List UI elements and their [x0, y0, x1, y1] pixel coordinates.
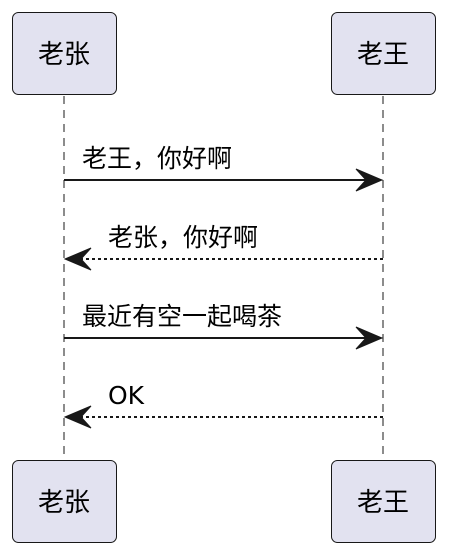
- participant-label: 老王: [357, 40, 409, 70]
- participant-label: 老张: [38, 40, 90, 70]
- arrowhead-right: [355, 168, 384, 192]
- arrowhead-left: [63, 247, 92, 271]
- message-label: 老张，你好啊: [108, 223, 258, 252]
- message-label: OK: [108, 381, 145, 410]
- participant-label: 老王: [357, 488, 409, 518]
- participant-top-laozhang: 老张: [12, 12, 117, 95]
- message-4: OK: [63, 381, 383, 429]
- participant-top-laowang: 老王: [331, 12, 436, 95]
- message-1: 老王，你好啊: [64, 144, 384, 192]
- message-2: 老张，你好啊: [63, 223, 383, 271]
- participant-bottom-laozhang: 老张: [12, 460, 117, 543]
- message-3: 最近有空一起喝茶: [64, 302, 384, 350]
- arrowhead-right: [355, 326, 384, 350]
- arrowhead-left: [63, 405, 92, 429]
- participant-bottom-laowang: 老王: [331, 460, 436, 543]
- participant-label: 老张: [38, 488, 90, 518]
- message-label: 最近有空一起喝茶: [82, 302, 282, 331]
- message-label: 老王，你好啊: [82, 144, 232, 173]
